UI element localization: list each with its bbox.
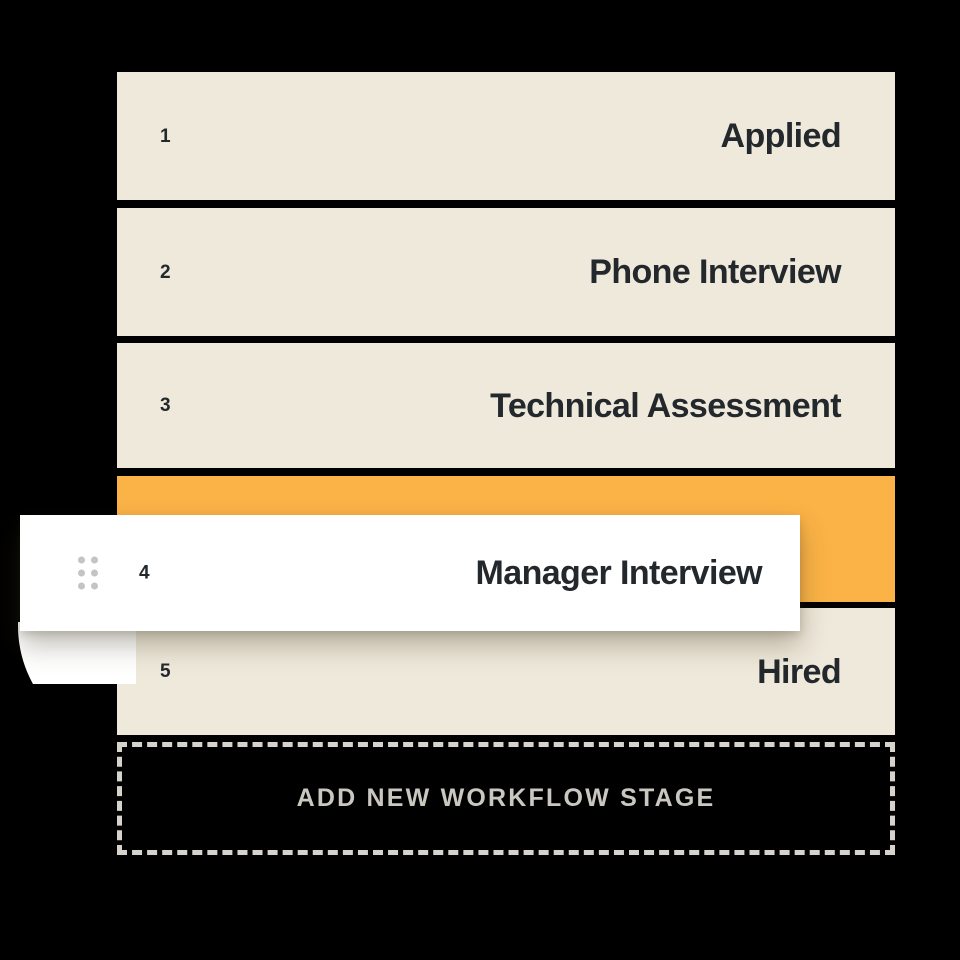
drag-dot: [91, 569, 98, 577]
stage-index: 3: [160, 395, 171, 416]
stage-index: 1: [160, 125, 171, 147]
stage-label: Technical Assessment: [490, 386, 841, 425]
add-new-workflow-stage-button[interactable]: Add New Workflow Stage: [117, 742, 895, 855]
stage-label: Phone Interview: [589, 253, 841, 291]
stage-label: Hired: [757, 652, 842, 691]
stage-index: 2: [160, 261, 171, 283]
workflow-stage-row[interactable]: 2 Phone Interview: [117, 208, 895, 336]
drag-dot: [91, 556, 98, 564]
drag-dot: [78, 556, 85, 564]
drag-dot: [78, 582, 85, 590]
workflow-stage-row[interactable]: 1 Applied: [117, 72, 895, 200]
add-new-workflow-stage-label: Add New Workflow Stage: [296, 784, 716, 812]
dragged-stage-label: Manager Interview: [475, 554, 763, 592]
workflow-stage-row[interactable]: 3 Technical Assessment: [117, 343, 895, 468]
dragged-stage-card[interactable]: 4 Manager Interview: [20, 515, 800, 631]
drag-dot: [78, 569, 85, 577]
dragged-stage-index: 4: [139, 562, 150, 584]
stage-index: 5: [160, 661, 171, 682]
drag-handle-dots-icon[interactable]: [78, 556, 98, 590]
drag-dot: [91, 582, 98, 590]
stage-label: Applied: [720, 117, 842, 155]
